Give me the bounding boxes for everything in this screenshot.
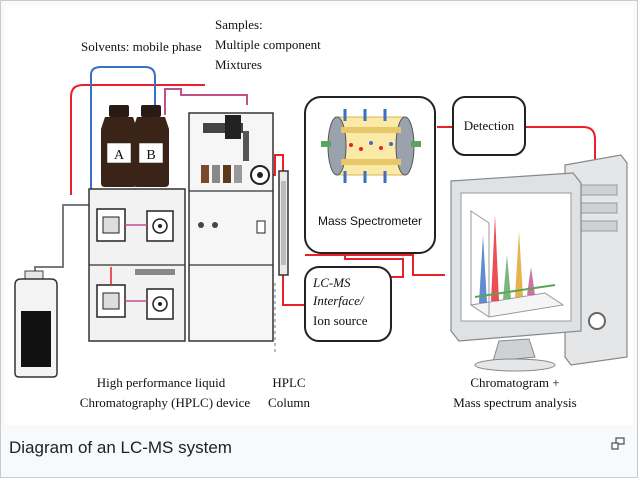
mass-spectrometer: Mass Spectrometer bbox=[304, 96, 436, 254]
autosampler-unit bbox=[188, 112, 274, 342]
waste-container bbox=[14, 270, 58, 378]
interface-box: LC-MS Interface/ Ion source bbox=[304, 266, 392, 342]
solvent-line-red bbox=[70, 84, 205, 195]
waste-line-gray bbox=[34, 204, 89, 277]
interface-label-2: Interface/ bbox=[312, 293, 365, 308]
interface-label-1: LC-MS bbox=[312, 275, 351, 290]
hplc-pump-unit bbox=[88, 188, 186, 342]
ms-return-line bbox=[305, 254, 445, 276]
enlarge-icon-graphic bbox=[611, 437, 625, 450]
sample-line-pink bbox=[164, 88, 248, 115]
solvents-label: Solvents: mobile phase bbox=[81, 39, 202, 54]
mass-spectrometer-label: Mass Spectrometer bbox=[318, 214, 422, 228]
samples-label-1: Samples: bbox=[215, 17, 263, 32]
hplc-column-label-1: HPLC bbox=[272, 375, 305, 390]
interface-label-3: Ion source bbox=[313, 313, 368, 328]
solvent-line-blue bbox=[90, 66, 156, 195]
detection-box: Detection bbox=[452, 96, 526, 156]
hplc-column-label-2: Column bbox=[268, 395, 310, 410]
chromatogram-label-2: Mass spectrum analysis bbox=[453, 395, 576, 410]
column-outlet-line bbox=[282, 275, 305, 306]
computer-workstation bbox=[450, 154, 628, 372]
figure-caption: Diagram of an LC-MS system bbox=[9, 438, 232, 457]
hplc-column bbox=[274, 170, 289, 355]
hplc-device-label-1: High performance liquid bbox=[97, 375, 226, 390]
enlarge-icon[interactable] bbox=[611, 437, 625, 451]
solvent-bottle-b: B bbox=[133, 105, 169, 187]
bottle-b-label: B bbox=[146, 148, 155, 163]
bottle-a-label: A bbox=[114, 148, 125, 163]
hplc-device-label-2: Chromatography (HPLC) device bbox=[80, 395, 251, 410]
chromatogram-label-1: Chromatogram + bbox=[470, 375, 559, 390]
samples-label-3: Mixtures bbox=[215, 57, 262, 72]
lcms-diagram[interactable]: A B bbox=[5, 5, 633, 425]
samples-label-2: Multiple component bbox=[215, 37, 321, 52]
solvent-bottle-a: A bbox=[101, 105, 137, 187]
detection-computer-line bbox=[525, 126, 596, 163]
diagram-canvas: A B bbox=[14, 17, 628, 410]
detection-label: Detection bbox=[464, 118, 515, 133]
interface-ms-line bbox=[344, 253, 404, 278]
